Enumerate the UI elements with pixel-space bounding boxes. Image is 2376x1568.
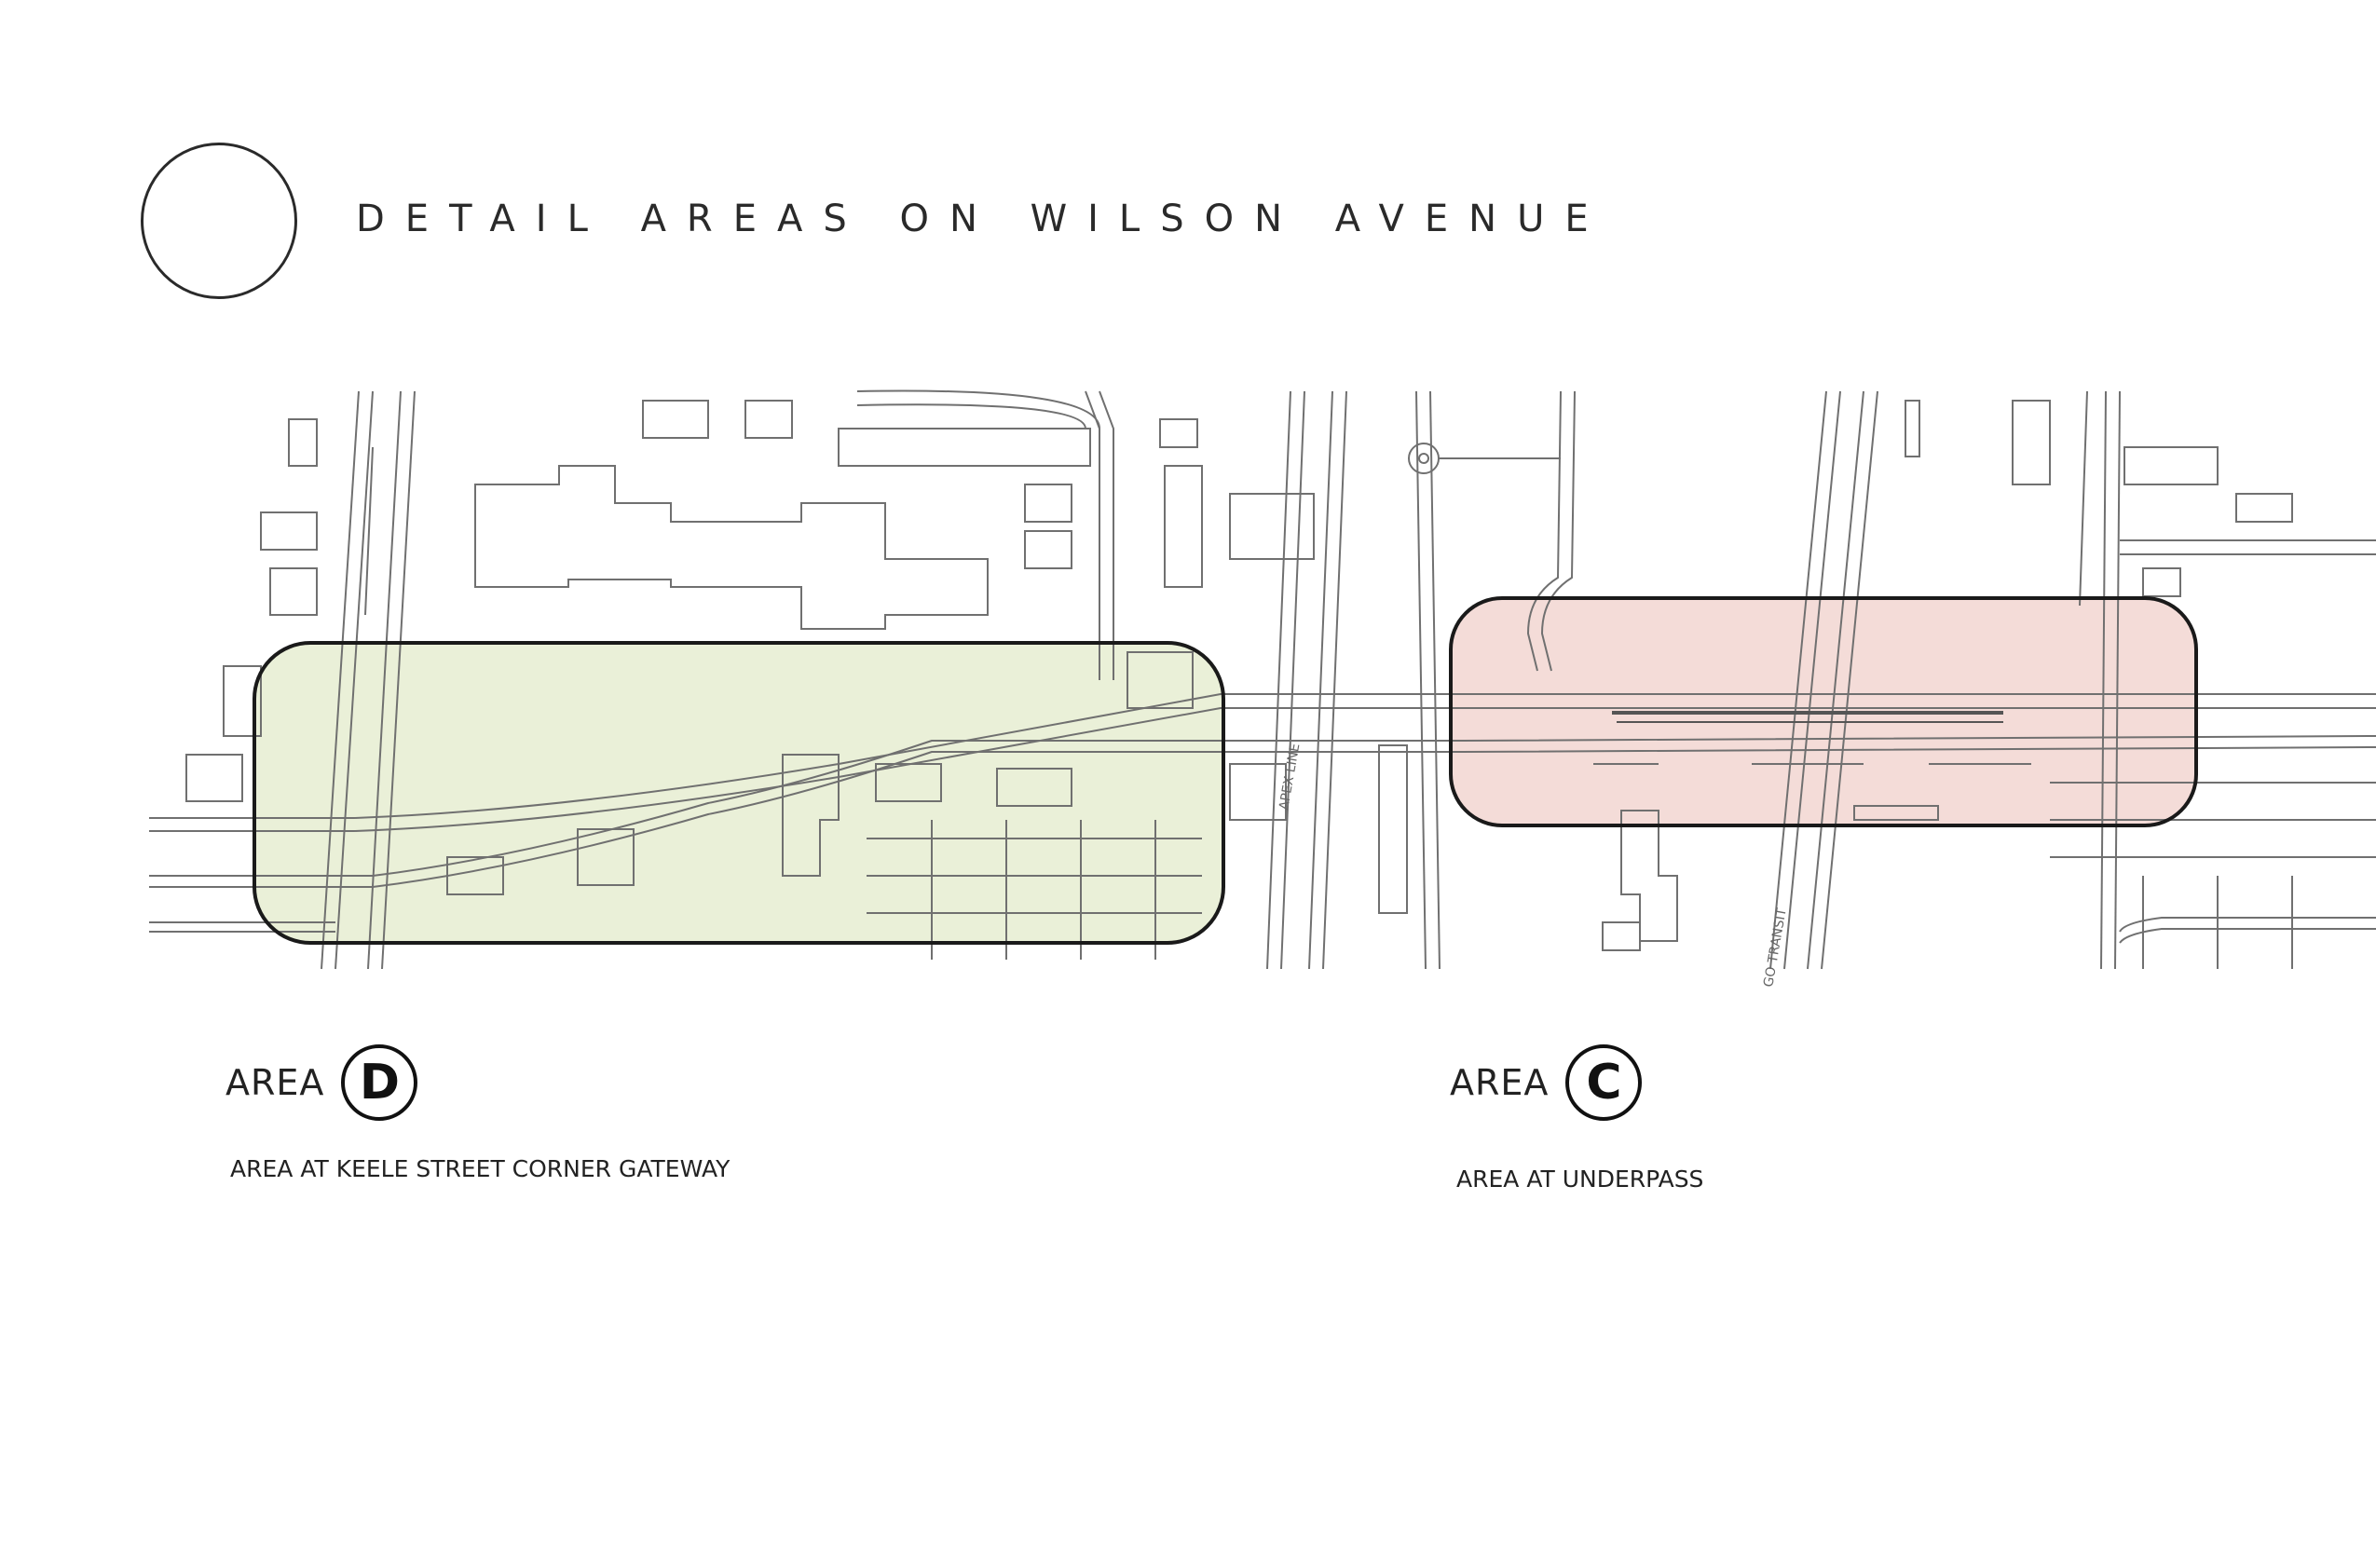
title-circle-icon [141,143,297,299]
area-d-outline[interactable] [253,641,1225,945]
area-d-description: AREA AT KEELE STREET CORNER GATEWAY [230,1155,731,1182]
site-plan-svg: APEX LINE GO TRANSIT [149,389,2376,988]
map-linework [149,389,2376,970]
area-c-word: AREA [1450,1062,1550,1103]
area-c-outline[interactable] [1449,596,2198,827]
area-d-badge: D [341,1044,418,1121]
area-d-label: AREA D [225,1044,418,1121]
area-c-description: AREA AT UNDERPASS [1456,1166,1704,1193]
area-c-badge: C [1565,1044,1643,1121]
area-d-word: AREA [225,1062,325,1103]
site-plan-map: APEX LINE GO TRANSIT [0,373,2376,988]
area-c-label: AREA C [1450,1044,1643,1121]
page-title: DETAIL AREAS ON WILSON AVENUE [356,198,1609,240]
